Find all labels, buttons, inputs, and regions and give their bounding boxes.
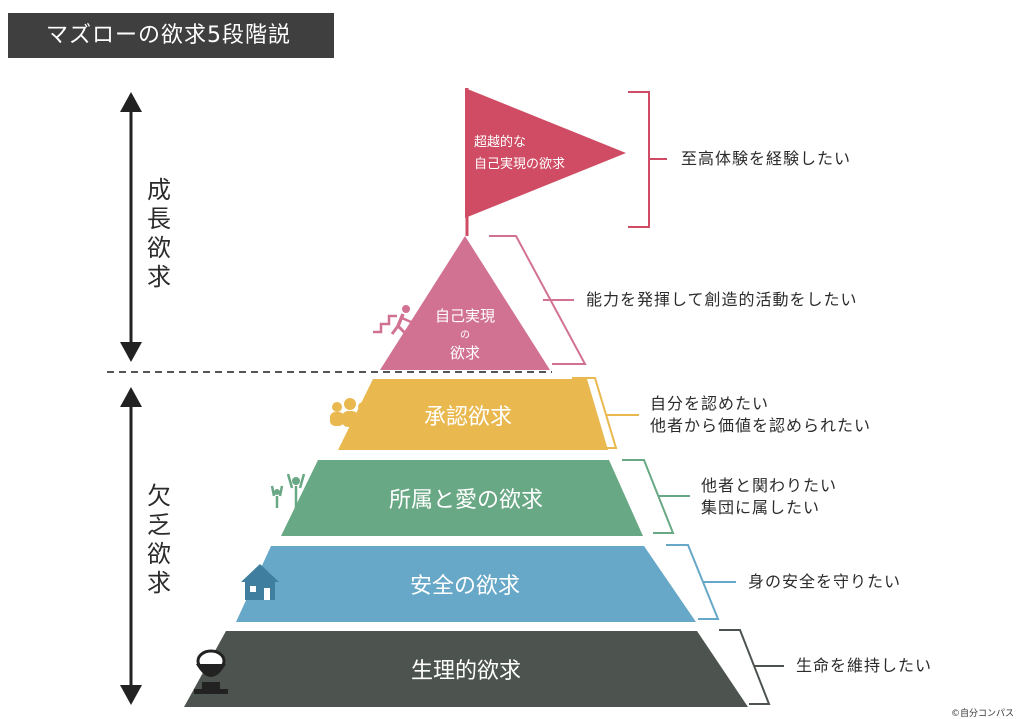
desc-love-belonging-1: 他者と関わりたい [701, 476, 838, 495]
desc-safety: 身の安全を守りたい [748, 572, 902, 591]
rice-bowl-icon [194, 649, 228, 694]
tier-label-physiological: 生理的欲求 [411, 659, 521, 684]
bracket-safety [666, 544, 736, 620]
desc-flag: 至高体験を経験したい [681, 149, 852, 168]
tier-love-belonging [281, 460, 643, 536]
tier-label-self-actualization-3: 欲求 [450, 344, 480, 362]
tier-label-safety: 安全の欲求 [410, 574, 520, 599]
growth-char-2: 長 [147, 205, 171, 233]
tier-self-actualization [380, 236, 550, 370]
cheering-people-icon [270, 473, 322, 508]
deficiency-needs-label: 欠 乏 欲 求 [144, 482, 174, 598]
bracket-self-actualization [489, 235, 587, 365]
climber-icon [373, 305, 412, 336]
tier-physiological [184, 631, 748, 707]
tier-label-self-actualization-1: 自己実現 [435, 307, 495, 325]
house-icon [241, 564, 279, 600]
tier-label-self-actualization-2: の [460, 330, 470, 341]
deficiency-arrow [120, 387, 142, 705]
desc-love-belonging-2: 集団に属したい [701, 498, 821, 517]
tier-safety [236, 546, 696, 622]
deficiency-char-4: 求 [147, 569, 171, 597]
desc-esteem-2: 他者から価値を認められたい [650, 416, 872, 435]
credit-text: ©自分コンパス [950, 709, 1014, 719]
page-title: マズローの欲求5段階説 [8, 13, 334, 58]
desc-esteem-1: 自分を認めたい [650, 394, 770, 413]
growth-char-4: 求 [147, 263, 171, 291]
bracket-esteem [572, 377, 639, 449]
bracket-physiological [719, 629, 784, 705]
deficiency-char-2: 乏 [147, 511, 171, 539]
flag-label-line2: 自己実現の欲求 [474, 156, 565, 172]
deficiency-char-3: 欲 [147, 540, 171, 568]
tier-esteem [338, 379, 608, 450]
tier-label-love-belonging: 所属と愛の欲求 [389, 488, 543, 513]
desc-physiological: 生命を維持したい [796, 656, 933, 675]
desc-self-actualization: 能力を発揮して創造的活動をしたい [586, 290, 858, 309]
growth-char-3: 欲 [147, 234, 171, 262]
deficiency-char-1: 欠 [147, 482, 171, 510]
growth-char-1: 成 [147, 176, 171, 204]
flag-transcendence: 超越的な 自己実現の欲求 [465, 88, 626, 236]
tier-label-esteem: 承認欲求 [424, 405, 512, 430]
flag-label-line1: 超越的な [474, 134, 526, 150]
flag-shape [465, 88, 626, 218]
bracket-love-belonging [622, 459, 690, 534]
people-group-icon [330, 398, 370, 427]
growth-needs-label: 成 長 欲 求 [144, 176, 174, 292]
bracket-flag [628, 91, 667, 228]
growth-arrow [120, 92, 142, 362]
